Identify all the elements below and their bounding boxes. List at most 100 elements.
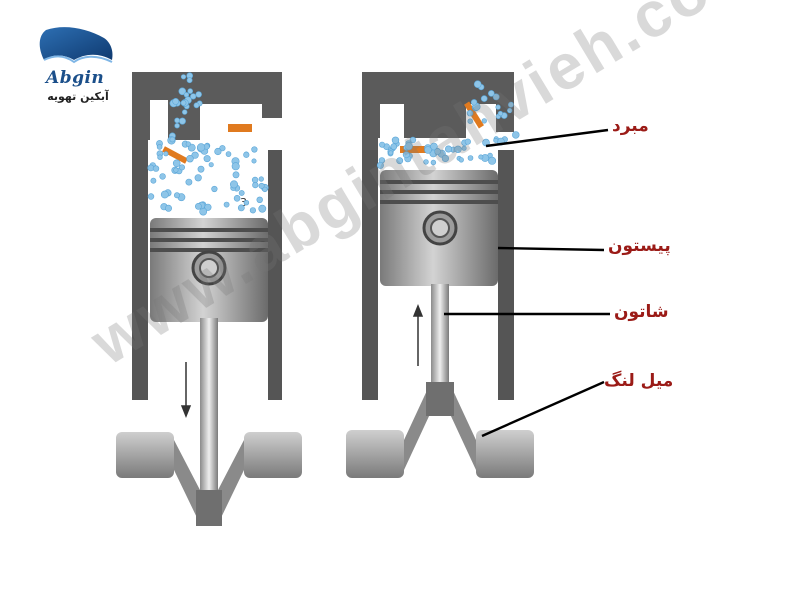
- gas-bubble-right-chamber: [444, 145, 452, 153]
- gas-bubble-right-chamber: [396, 157, 404, 165]
- gas-bubble-left-chamber: [179, 164, 186, 171]
- gas-bubble-left-chamber: [219, 145, 226, 152]
- gas-bubble-left-chamber: [252, 182, 259, 189]
- gas-bubble-left-inlet: [190, 93, 197, 100]
- gas-bubble-left-chamber: [157, 154, 163, 160]
- gas-bubble-right-inlet: [487, 90, 495, 97]
- gas-bubble-left-chamber: [243, 200, 250, 206]
- gas-bubble-right-chamber: [430, 159, 437, 166]
- gas-bubble-left-chamber: [211, 185, 218, 193]
- gas-bubble-left-inlet: [187, 88, 193, 94]
- gas-bubble-right-inlet: [480, 95, 488, 102]
- gas-bubble-left-chamber: [160, 190, 169, 199]
- gas-bubble-right-chamber: [404, 142, 413, 151]
- label-piston: پیستون: [608, 236, 671, 256]
- gas-bubble-left-chamber: [185, 141, 191, 147]
- left-stroke-arrow: [180, 362, 192, 419]
- gas-bubble-right-inlet: [512, 131, 520, 139]
- gas-bubble-left-chamber: [197, 143, 206, 152]
- gas-bubble-left-inlet: [193, 102, 200, 109]
- gas-bubble-right-chamber: [409, 136, 417, 144]
- leader-lines: [444, 128, 610, 438]
- gas-bubble-right-inlet: [507, 101, 514, 108]
- gas-bubble-right-inlet: [481, 118, 487, 124]
- gas-bubble-right-inlet: [495, 104, 501, 110]
- gas-bubble-left-inlet: [186, 77, 193, 84]
- gas-bubble-left-chamber: [243, 151, 250, 158]
- gas-bubble-right-inlet: [470, 99, 478, 106]
- gas-bubble-left-chamber: [172, 159, 181, 168]
- gas-bubble-left-inlet: [178, 117, 186, 125]
- gas-bubble-left-chamber: [230, 180, 239, 189]
- left-crankshaft: [116, 432, 302, 526]
- gas-bubble-left-inlet: [172, 98, 180, 105]
- gas-bubble-left-chamber: [165, 204, 173, 212]
- gas-bubble-left-chamber: [208, 162, 214, 168]
- gas-bubble-right-chamber: [379, 141, 386, 148]
- label-connecting-rod: شاتون: [614, 302, 669, 322]
- gas-bubble-left-chamber: [150, 177, 157, 184]
- gas-bubble-left-inlet: [169, 136, 176, 143]
- right-cylinder-wall-left: [362, 150, 378, 400]
- gas-bubble-right-chamber: [434, 148, 441, 155]
- label-valve: مبرد: [612, 116, 649, 136]
- gas-bubble-right-chamber: [402, 151, 410, 159]
- gas-bubble-right-inlet: [473, 80, 482, 88]
- gas-bubble-right-chamber: [441, 154, 450, 162]
- logo: Abgin آبکین تهویه: [34, 24, 120, 114]
- gas-bubble-left-chamber: [258, 182, 265, 189]
- gas-bubble-left-chamber: [214, 147, 222, 156]
- right-cylinder-head: [362, 72, 514, 150]
- gas-bubble-left-chamber: [186, 155, 194, 163]
- left-cylinder-head: [132, 72, 282, 150]
- gas-bubble-right-chamber: [478, 154, 484, 160]
- left-marker: 3: [240, 196, 247, 209]
- gas-bubble-left-inlet: [174, 122, 180, 129]
- gas-bubble-left-chamber: [203, 155, 211, 163]
- gas-bubble-left-chamber: [152, 165, 160, 172]
- gas-bubble-right-chamber: [458, 157, 464, 163]
- gas-bubble-left-chamber: [251, 158, 257, 164]
- gas-bubble-right-chamber: [454, 145, 462, 154]
- left-cylinder: 3: [116, 72, 302, 526]
- label-crankshaft: میل لنگ: [604, 371, 674, 391]
- gas-bubble-left-chamber: [194, 174, 202, 182]
- gas-bubble-right-chamber: [493, 137, 499, 143]
- gas-bubble-left-chamber: [173, 167, 179, 173]
- gas-bubble-right-inlet: [497, 110, 504, 117]
- gas-bubble-left-chamber: [156, 144, 163, 150]
- gas-bubble-left-chamber: [197, 165, 205, 173]
- right-stroke-arrow: [412, 303, 424, 366]
- left-cylinder-wall-right: [268, 150, 282, 400]
- gas-bubble-right-chamber: [390, 143, 398, 150]
- gas-bubble-right-chamber: [430, 142, 438, 151]
- gas-bubble-left-chamber: [256, 196, 263, 204]
- left-cylinder-wall-left: [132, 150, 148, 400]
- gas-bubble-left-inlet: [180, 100, 187, 106]
- gas-bubble-right-chamber: [464, 138, 471, 145]
- gas-bubble-left-chamber: [163, 151, 169, 157]
- gas-bubble-left-inlet: [174, 117, 180, 124]
- gas-bubble-right-chamber: [423, 159, 429, 165]
- leader-piston: [497, 246, 605, 252]
- gas-bubble-left-chamber: [174, 192, 181, 199]
- gas-bubble-left-inlet: [195, 91, 202, 98]
- gas-bubble-left-inlet: [182, 109, 188, 115]
- gas-bubble-left-chamber: [258, 204, 267, 213]
- gas-bubble-right-inlet: [466, 109, 474, 117]
- gas-bubble-left-chamber: [225, 151, 232, 157]
- right-valve-open: [464, 101, 484, 129]
- gas-bubble-right-chamber: [391, 136, 400, 145]
- gas-bubble-left-chamber: [194, 202, 202, 210]
- right-connecting-rod: [431, 284, 449, 394]
- right-piston-rings: [380, 180, 498, 204]
- gas-bubble-left-chamber: [238, 190, 245, 196]
- gas-bubble-left-inlet: [178, 87, 187, 96]
- gas-bubble-right-chamber: [461, 145, 467, 151]
- right-crankshaft: [346, 382, 534, 478]
- right-cylinder: [346, 72, 534, 478]
- logo-text-farsi: آبکین تهویه: [47, 90, 109, 103]
- gas-bubble-left-chamber: [185, 178, 193, 186]
- gas-bubble-left-chamber: [262, 186, 268, 193]
